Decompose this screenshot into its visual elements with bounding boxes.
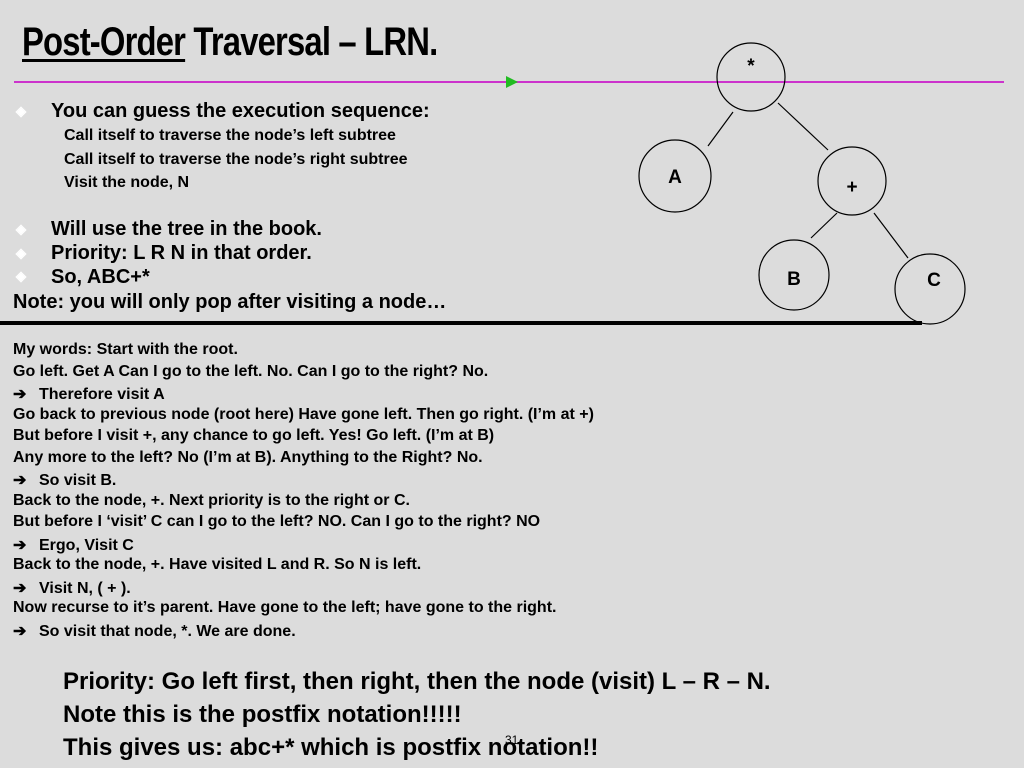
explanation-line: ➔ Ergo, Visit C [13,535,134,555]
explanation-line: My words: Start with the root. [13,341,238,359]
explanation-text: But before I ‘visit’ C can I go to the l… [13,513,541,530]
explanation-line: Back to the node, +. Have visited L and … [13,556,421,574]
tree-label-root: * [747,56,755,77]
tree-node-right-right [894,253,966,325]
explanation-text: Visit N, ( + ). [39,579,131,597]
sub-bullet-2: Call itself to traverse the node’s right… [64,151,408,168]
tree-label-left: A [668,167,682,188]
tree-label-right: + [846,177,857,198]
summary-line-2: Note this is the postfix notation!!!!! [63,701,462,728]
explanation-line: ➔ Visit N, ( + ). [13,578,131,598]
explanation-line: But before I ‘visit’ C can I go to the l… [13,513,540,531]
bullet-2: Will use the tree in the book. [51,218,322,240]
tree-edge [873,212,909,259]
tree-edge [810,212,838,239]
sub-bullet-1: Call itself to traverse the node’s left … [64,127,396,144]
explanation-text: So visit B. [39,472,117,489]
explanation-text: Back to the node, +. Have visited L and … [13,556,422,573]
sub-bullet-3: Visit the node, N [64,174,190,191]
explanation-text: Go back to previous node (root here) Hav… [13,405,594,423]
explanation-line: But before I visit +, any chance to go l… [13,427,494,445]
binary-tree-diagram: * A + B C [638,42,966,325]
explanation-text: Ergo, Visit C [39,536,134,554]
tree-edge [777,102,829,151]
arrow-right-icon: ➔ [13,472,27,489]
tree-edge [707,111,734,147]
tree-node-left [638,139,712,213]
arrow-right-icon: ➔ [13,622,27,640]
bullet-3: Priority: L R N in that order. [51,242,312,264]
tree-node-root [716,42,786,112]
summary-line-1: Priority: Go left first, then right, the… [63,668,771,695]
explanation-line: Now recurse to it’s parent. Have gone to… [13,599,556,617]
bullet-1: You can guess the execution sequence: [51,100,430,122]
explanation-text: My words: Start with the root. [13,341,238,358]
summary-line-3: This gives us: abc+* which is postfix no… [63,734,599,761]
explanation-text: But before I visit +, any chance to go l… [13,427,495,444]
tree-label-right-left: B [787,269,801,290]
note-line: Note: you will only pop after visiting a… [13,291,447,313]
tree-node-right-left [758,239,830,311]
title-rest: Traversal – LRN. [185,20,438,64]
title-underlined: Post-Order [22,20,186,64]
explanation-line: Go left. Get A Can I go to the left. No.… [13,363,488,381]
explanation-line: Back to the node, +. Next priority is to… [13,492,410,510]
section-divider [0,321,922,325]
explanation-text: So visit that node, *. We are done. [39,622,296,640]
explanation-line: Go back to previous node (root here) Hav… [13,406,594,424]
explanation-line: Any more to the left? No (I’m at B). Any… [13,449,483,467]
play-icon[interactable] [506,76,518,88]
explanation-text: Now recurse to it’s parent. Have gone to… [13,599,557,616]
explanation-text: Go left. Get A Can I go to the left. No.… [13,362,489,380]
explanation-line: ➔ Therefore visit A [13,384,165,404]
tree-label-right-right: C [927,270,941,291]
explanation-text: Back to the node, +. Next priority is to… [13,491,410,509]
arrow-right-icon: ➔ [13,536,27,554]
explanation-text: Any more to the left? No (I’m at B). Any… [13,448,483,466]
arrow-right-icon: ➔ [13,386,27,403]
page-title: Post-Order Traversal – LRN. [22,20,438,65]
tree-node-right [817,146,887,216]
explanation-text: Therefore visit A [39,386,165,403]
explanation-line: ➔ So visit that node, *. We are done. [13,621,296,641]
bullet-4: So, ABC+* [51,266,150,288]
arrow-right-icon: ➔ [13,579,27,597]
explanation-line: ➔ So visit B. [13,470,116,490]
page-number: 31 [505,733,519,747]
